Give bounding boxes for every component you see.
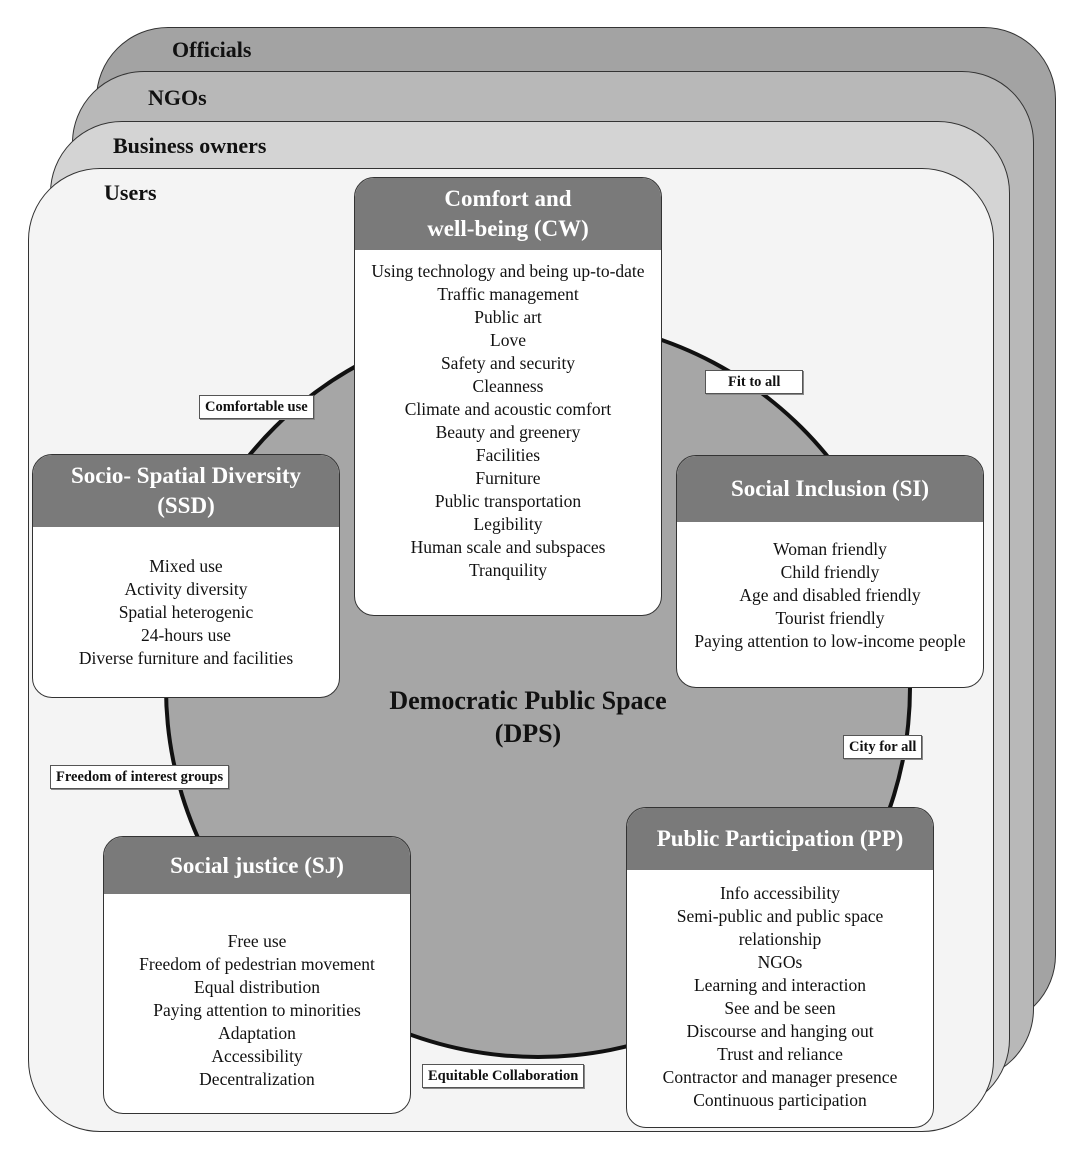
card-social-justice-list: Free use Freedom of pedestrian movement … — [104, 894, 410, 1091]
dps-title-line1: Democratic Public Space — [389, 686, 667, 715]
card-comfort-wellbeing-title-line1: Comfort and — [444, 186, 572, 211]
layer-users-label: Users — [104, 180, 157, 205]
list-item: Free use — [227, 931, 287, 951]
list-item: Paying attention to minorities — [153, 1000, 361, 1020]
list-item: See and be seen — [724, 998, 836, 1018]
list-item: Legibility — [473, 514, 543, 534]
list-item: Activity diversity — [124, 579, 248, 599]
list-item: Learning and interaction — [693, 975, 866, 995]
list-item: Contractor and manager presence — [662, 1067, 898, 1087]
list-item: Woman friendly — [773, 539, 887, 559]
list-item: Furniture — [475, 468, 541, 488]
card-public-participation-title: Public Participation (PP) — [656, 826, 904, 851]
card-social-justice-header: Social justice (SJ) — [104, 837, 410, 894]
list-item: Age and disabled friendly — [739, 585, 921, 605]
dps-title-line2: (DPS) — [494, 719, 562, 748]
list-item: Decentralization — [199, 1069, 315, 1089]
layer-officials-label: Officials — [172, 37, 252, 62]
list-item: Continuous participation — [693, 1090, 867, 1110]
card-public-participation-list: Info accessibility Semi-public and publi… — [627, 870, 933, 1112]
dps-title: Democratic Public Space (DPS) — [328, 684, 728, 750]
card-socio-spatial-diversity-list: Mixed use Activity diversity Spatial het… — [33, 527, 339, 670]
card-socio-spatial-diversity-title-line2: (SSD) — [157, 493, 215, 518]
card-socio-spatial-diversity-header: Socio- Spatial Diversity (SSD) — [33, 455, 339, 527]
list-item: Public transportation — [434, 491, 582, 511]
card-comfort-wellbeing-list: Using technology and being up-to-date Tr… — [355, 250, 661, 582]
card-socio-spatial-diversity: Socio- Spatial Diversity (SSD) Mixed use… — [32, 454, 340, 698]
list-item: Climate and acoustic comfort — [404, 399, 612, 419]
list-item: Public art — [474, 307, 542, 327]
list-item: Accessibility — [211, 1046, 303, 1066]
card-social-inclusion-title: Social Inclusion (SI) — [730, 476, 930, 501]
list-item: Equal distribution — [194, 977, 320, 997]
list-item: Child friendly — [780, 562, 880, 582]
list-item: Facilities — [475, 445, 541, 465]
list-item: Paying attention to low-income people — [694, 631, 966, 651]
card-public-participation-header: Public Participation (PP) — [627, 808, 933, 870]
tag-city-for-all: City for all — [843, 735, 923, 759]
list-item: Cleanness — [472, 376, 544, 396]
layer-ngos-label: NGOs — [148, 85, 207, 110]
list-item: Traffic management — [437, 284, 579, 304]
list-item: Tranquility — [468, 560, 548, 580]
card-comfort-wellbeing-title-line2: well-being (CW) — [427, 216, 589, 241]
list-item: Freedom of pedestrian movement — [139, 954, 375, 974]
tag-fit-to-all: Fit to all — [705, 370, 804, 394]
list-item: Spatial heterogenic — [118, 602, 254, 622]
list-item: 24-hours use — [141, 625, 231, 645]
list-item: Love — [490, 330, 526, 350]
card-social-justice-title: Social justice (SJ) — [170, 852, 344, 878]
list-item: NGOs — [757, 952, 803, 972]
list-item: Using technology and being up-to-date — [371, 261, 645, 281]
tag-freedom-of-interest-groups: Freedom of interest groups — [50, 765, 230, 789]
card-social-inclusion-list: Woman friendly Child friendly Age and di… — [677, 522, 983, 653]
list-item: Discourse and hanging out — [686, 1021, 874, 1041]
list-item: Beauty and greenery — [435, 422, 581, 442]
list-item: Tourist friendly — [775, 608, 885, 628]
layer-business-owners-label: Business owners — [113, 133, 267, 158]
card-public-participation: Public Participation (PP) Info accessibi… — [626, 807, 934, 1128]
card-comfort-wellbeing: Comfort and well-being (CW) Using techno… — [354, 177, 662, 616]
list-item: Semi-public and public space relationshi… — [676, 906, 884, 949]
list-item: Mixed use — [149, 556, 223, 576]
list-item: Info accessibility — [719, 883, 841, 903]
card-comfort-wellbeing-header: Comfort and well-being (CW) — [355, 178, 661, 250]
card-socio-spatial-diversity-title-line1: Socio- Spatial Diversity — [71, 463, 301, 488]
list-item: Adaptation — [218, 1023, 296, 1043]
tag-comfortable-use: Comfortable use — [199, 395, 314, 419]
card-social-inclusion: Social Inclusion (SI) Woman friendly Chi… — [676, 455, 984, 688]
list-item: Trust and reliance — [717, 1044, 843, 1064]
card-social-inclusion-header: Social Inclusion (SI) — [677, 456, 983, 522]
list-item: Safety and security — [440, 353, 576, 373]
list-item: Human scale and subspaces — [410, 537, 606, 557]
list-item: Diverse furniture and facilities — [78, 648, 294, 668]
card-social-justice: Social justice (SJ) Free use Freedom of … — [103, 836, 411, 1114]
tag-equitable-collaboration: Equitable Collaboration — [422, 1064, 585, 1088]
